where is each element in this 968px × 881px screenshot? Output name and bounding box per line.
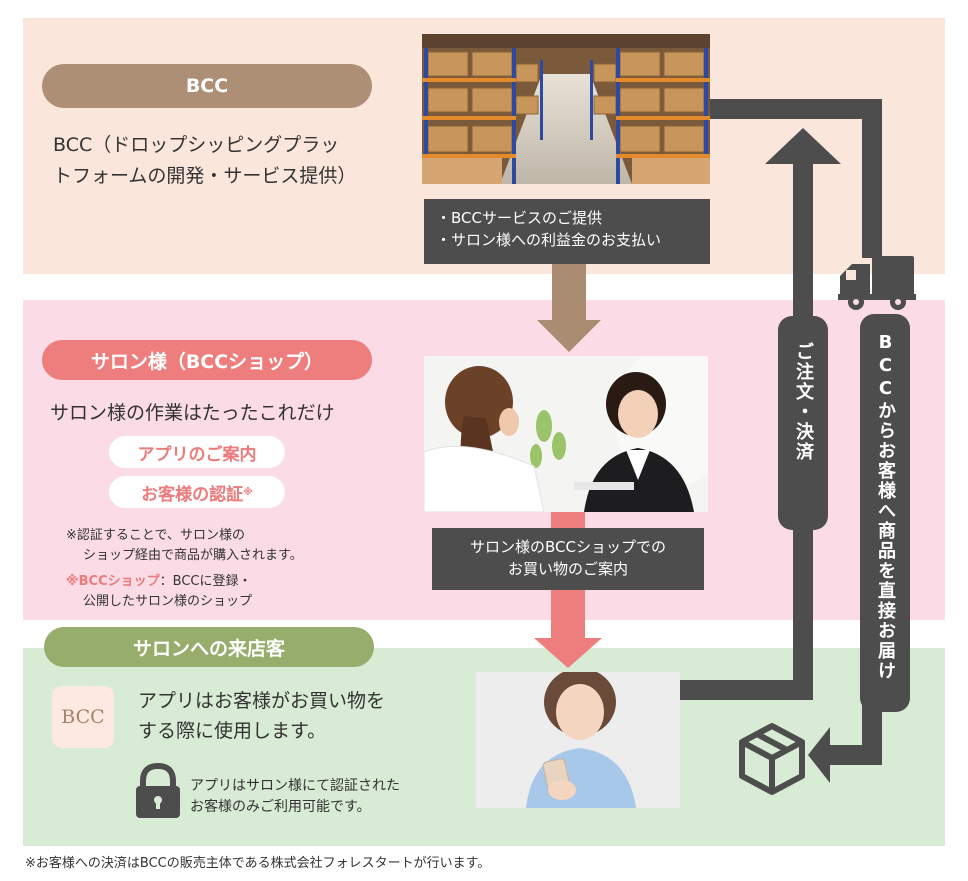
service-item: ・サロン様への利益金のお支払い xyxy=(436,231,662,249)
shopping-guide-box: サロン様のBCCショップでの お買い物のご案内 xyxy=(432,528,704,590)
phone-user-photo xyxy=(476,672,680,808)
shop-note-text: ：BCCに登録・ xyxy=(159,574,252,589)
customer-auth-tag: お客様の認証※ xyxy=(109,476,285,508)
bcc-app-icon: BCC xyxy=(52,686,114,748)
bcc-services-box: ・BCCサービスのご提供 ・サロン様への利益金のお支払い xyxy=(424,199,710,264)
bcc-description: BCC（ドロップシッピングプラットフォームの開発・サービス提供） xyxy=(53,134,357,187)
warehouse-to-truck-line xyxy=(710,99,882,258)
note-mark: ※ xyxy=(243,486,253,498)
app-description-line: アプリはお客様がお買い物を xyxy=(138,690,386,712)
salon-to-visitor-arrow-head xyxy=(534,638,602,668)
delivery-line xyxy=(828,700,882,765)
warehouse-photo xyxy=(422,34,710,184)
shopping-guide-line: サロン様のBCCショップでの xyxy=(470,538,666,556)
visitor-title: サロンへの来店客 xyxy=(44,627,374,667)
lock-note-line: アプリはサロン様にて認証された xyxy=(190,778,400,794)
delivery-arrow-head xyxy=(808,727,830,783)
payment-footnote: ※お客様への決済はBCCの販売主体である株式会社フォレスタートが行います。 xyxy=(25,856,491,871)
meeting-photo xyxy=(424,356,708,512)
bcc-to-salon-arrow-head xyxy=(537,320,601,352)
salon-title: サロン様（BCCショップ） xyxy=(42,340,372,380)
app-guide-tag: アプリのご案内 xyxy=(109,436,285,468)
shop-note-line: ※BCCショップ：BCCに登録・ xyxy=(66,572,252,592)
lock-note: アプリはサロン様にて認証された お客様のみご利用可能です。 xyxy=(190,776,400,818)
app-description: アプリはお客様がお買い物を する際に使用します。 xyxy=(138,686,385,746)
auth-note-line: ショップ経由で商品が購入されます。 xyxy=(83,548,303,563)
bcc-title: BCC xyxy=(42,64,372,108)
app-description-line: する際に使用します。 xyxy=(138,720,327,742)
salon-work-text: サロン様の作業はたったこれだけ xyxy=(50,402,335,424)
bcc-to-salon-arrow-shaft xyxy=(552,264,586,322)
lock-note-line: お客様のみご利用可能です。 xyxy=(190,799,371,815)
order-payment-label: ご注文・決済 xyxy=(778,316,828,530)
order-arrow-head xyxy=(765,128,841,164)
direct-delivery-label: BCCからお客様へ商品を直接お届け xyxy=(860,314,910,712)
auth-note-line: ※認証することで、サロン様の xyxy=(66,528,245,543)
service-item: ・BCCサービスのご提供 xyxy=(436,209,602,227)
shop-note-label: ※BCCショップ xyxy=(66,574,160,589)
customer-auth-label: お客様の認証 xyxy=(141,484,244,505)
shop-note-line: 公開したサロン様のショップ xyxy=(83,594,253,609)
shopping-guide-line: お買い物のご案内 xyxy=(507,560,628,578)
